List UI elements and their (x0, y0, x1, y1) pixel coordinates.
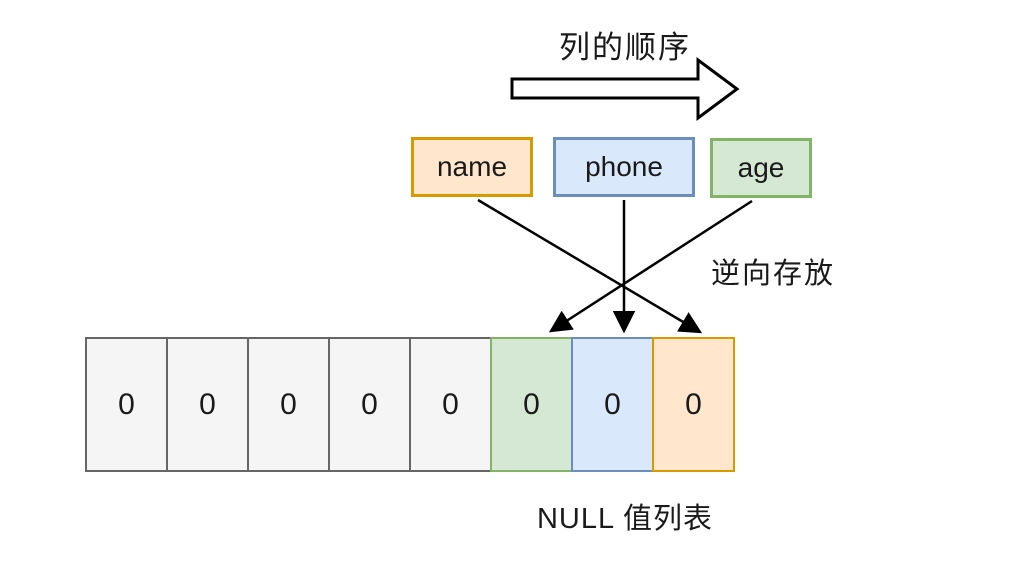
bitmap-cell-4: 0 (328, 337, 411, 472)
bitmap-cell-value: 0 (199, 387, 216, 421)
bitmap-cell-value: 0 (118, 387, 135, 421)
column-box-age: age (710, 138, 812, 198)
bitmap-cell-phone: 0 (571, 337, 654, 472)
bitmap-cell-name: 0 (652, 337, 735, 472)
bitmap-cell-value: 0 (523, 387, 540, 421)
column-box-phone: phone (553, 137, 695, 197)
bitmap-cell-3: 0 (247, 337, 330, 472)
bitmap-cell-5: 0 (409, 337, 492, 472)
bitmap-cell-value: 0 (685, 387, 702, 421)
bitmap-cell-1: 0 (85, 337, 168, 472)
column-box-name: name (411, 137, 533, 197)
column-order-arrow-icon (510, 57, 740, 121)
null-list-caption: NULL 值列表 (536, 503, 714, 535)
bitmap-cell-value: 0 (604, 387, 621, 421)
bitmap-cell-value: 0 (361, 387, 378, 421)
diagram-title: 列的顺序 (559, 30, 691, 65)
column-label-phone: phone (585, 151, 663, 182)
column-label-age: age (737, 152, 785, 183)
null-bitmap-row: 0 0 0 0 0 0 0 0 (85, 337, 735, 472)
bitmap-cell-2: 0 (166, 337, 249, 472)
bitmap-cell-value: 0 (280, 387, 297, 421)
reverse-storage-label: 逆向存放 (711, 258, 836, 290)
column-label-name: name (436, 151, 508, 182)
arrow-name-to-orange-cell (477, 198, 703, 334)
bitmap-cell-value: 0 (442, 387, 459, 421)
bitmap-cell-age: 0 (490, 337, 573, 472)
